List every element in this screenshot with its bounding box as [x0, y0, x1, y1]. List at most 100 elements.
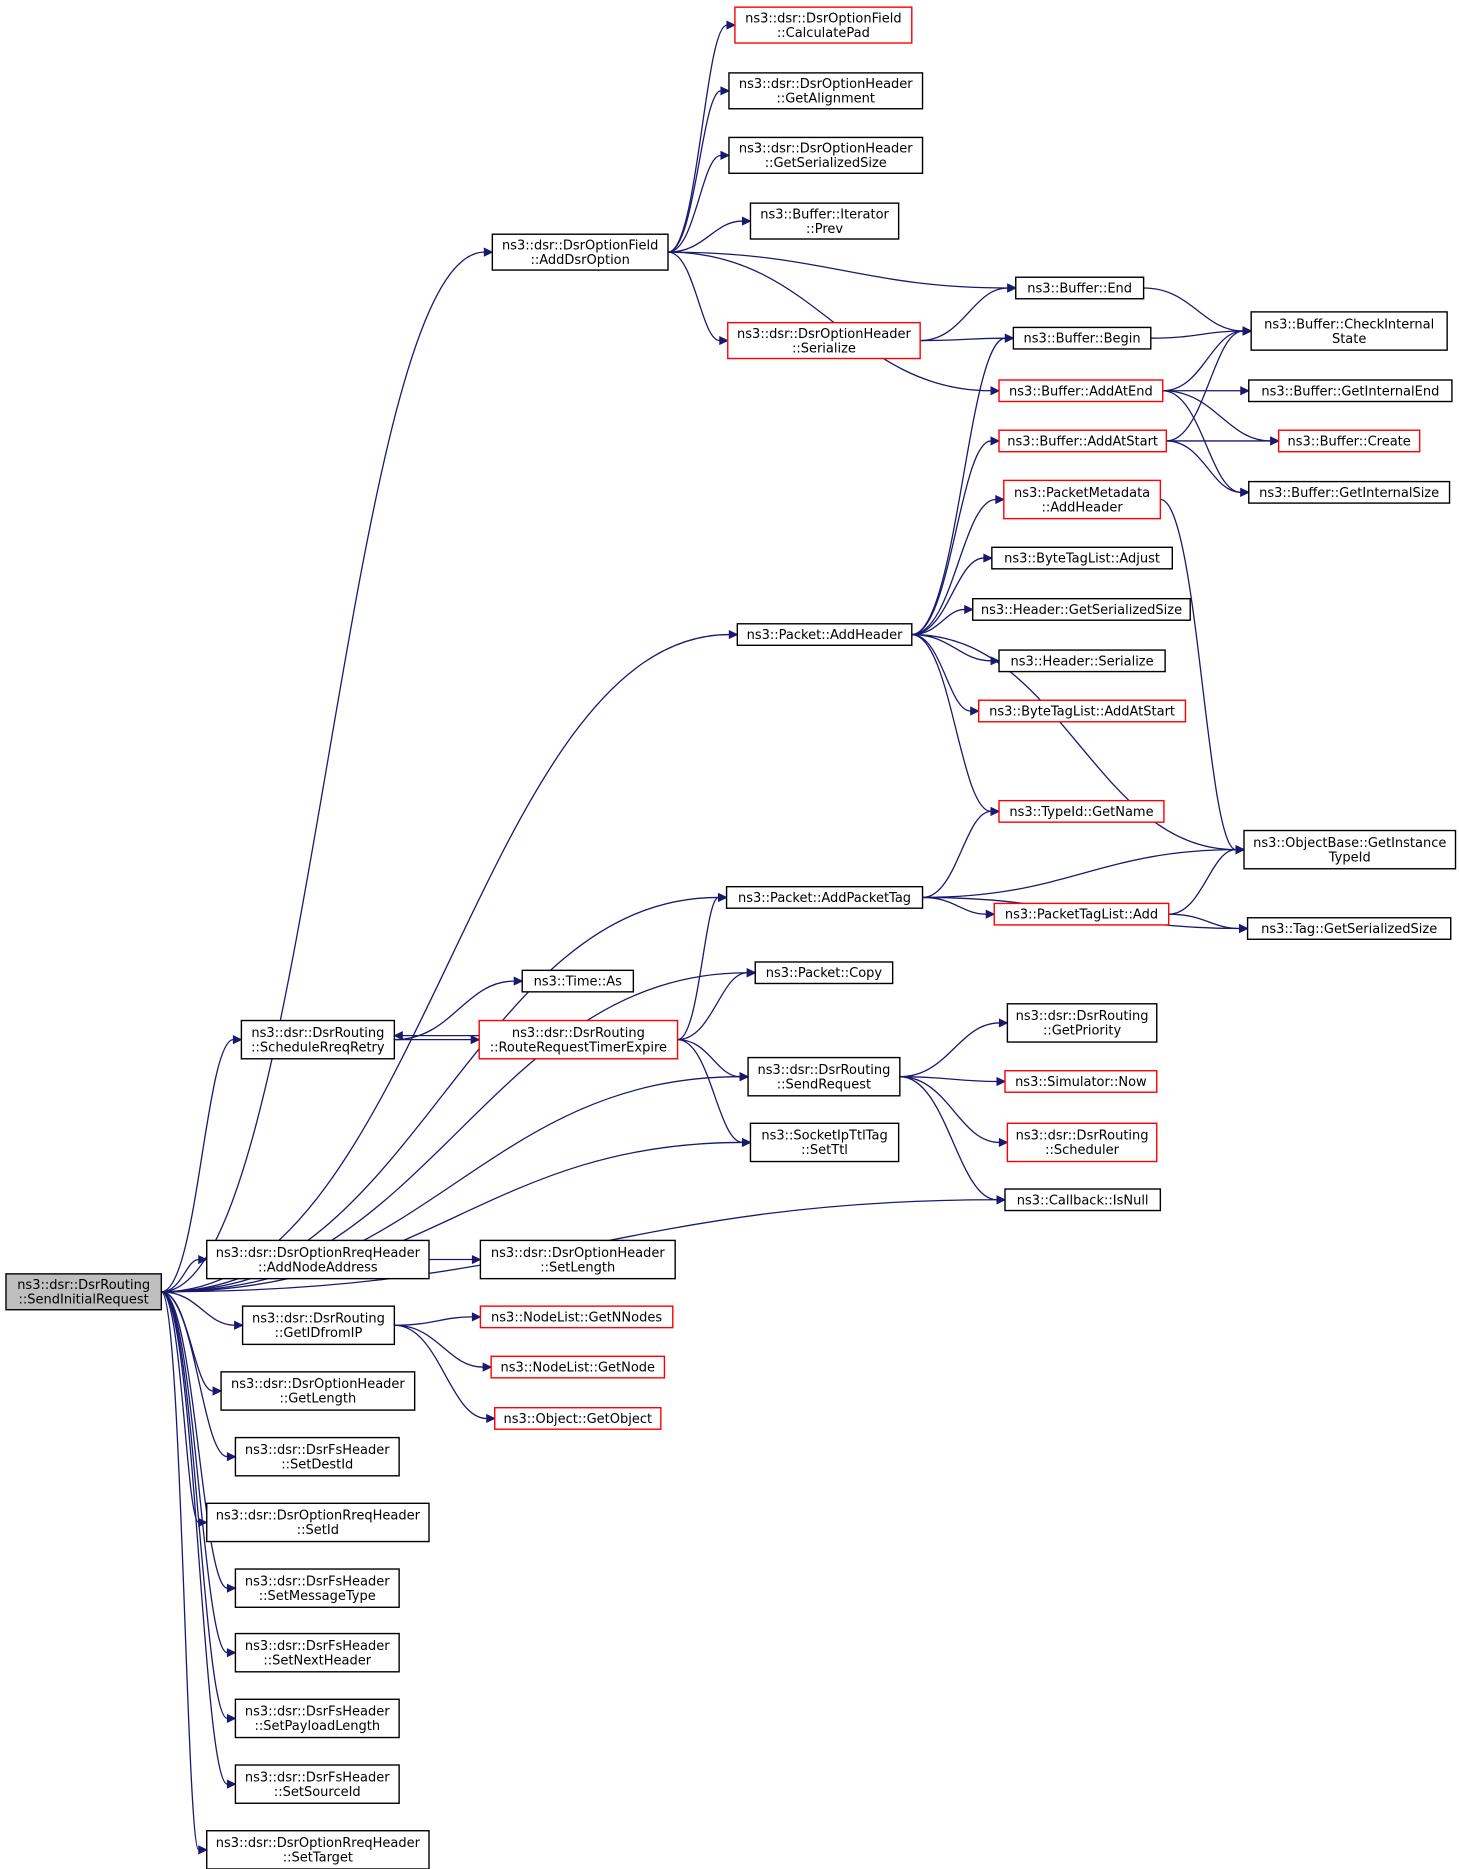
node-n48[interactable]: ns3::dsr::DsrFsHeader::SetSourceId [234, 1764, 400, 1804]
node-label: ns3::dsr::DsrOptionHeader [739, 77, 913, 92]
node-n18[interactable]: ns3::Header::GetSerializedSize [972, 597, 1191, 621]
edge-n17-n21 [911, 633, 1001, 816]
node-n23[interactable]: ns3::Packet::AddPacketTag [725, 885, 924, 909]
edge-arrowhead [964, 604, 974, 615]
node-n4[interactable]: ns3::dsr::DsrOptionHeader::GetSerialized… [728, 136, 924, 174]
node-n6[interactable]: ns3::Buffer::End [1015, 276, 1145, 300]
node-n43[interactable]: ns3::dsr::DsrFsHeader::SetDestId [234, 1436, 400, 1477]
edge-line [911, 557, 984, 636]
edge-n6-n7 [1143, 287, 1253, 336]
node-n17[interactable]: ns3::Packet::AddHeader [736, 623, 913, 646]
node-n14[interactable]: ns3::Buffer::GetInternalSize [1248, 480, 1451, 504]
edge-line [899, 1076, 997, 1083]
edge-line [677, 896, 719, 1041]
edge-arrowhead [985, 909, 996, 919]
node-n19[interactable]: ns3::Header::Serialize [998, 649, 1166, 673]
edge-n0-n49 [160, 1291, 208, 1855]
node-label: ns3::Buffer::Iterator [760, 207, 889, 222]
node-n15[interactable]: ns3::PacketMetadata::AddHeader [1003, 479, 1162, 520]
node-n25[interactable]: ns3::Tag::GetSerializedSize [1246, 917, 1452, 940]
edge-arrowhead [1270, 436, 1280, 446]
edge-line [1162, 330, 1244, 392]
edge-line [911, 608, 965, 636]
node-n20[interactable]: ns3::ByteTagList::AddAtStart [978, 699, 1187, 723]
edge-n0-n28 [161, 1035, 243, 1293]
node-n44[interactable]: ns3::dsr::DsrOptionRreqHeader::SetId [206, 1502, 430, 1543]
node-box [736, 623, 913, 646]
node-n36[interactable]: ns3::dsr::DsrOptionRreqHeader::AddNodeAd… [206, 1239, 430, 1280]
node-label: ns3::Buffer::Create [1288, 434, 1411, 449]
node-label: ns3::dsr::DsrFsHeader [245, 1705, 390, 1720]
edge-n38-n40 [394, 1324, 493, 1372]
node-n47[interactable]: ns3::dsr::DsrFsHeader::SetPayloadLength [234, 1698, 400, 1739]
node-box [998, 799, 1165, 823]
node-n1[interactable]: ns3::dsr::DsrOptionField::AddDsrOption [491, 233, 669, 271]
edge-n17-n15 [911, 494, 1005, 636]
node-n16[interactable]: ns3::ByteTagList::Adjust [991, 546, 1173, 570]
node-n28[interactable]: ns3::dsr::DsrRouting::ScheduleRreqRetry [240, 1019, 396, 1060]
edge-arrowhead [998, 1018, 1009, 1028]
node-label: ns3::Buffer::End [1027, 281, 1132, 296]
edge-arrowhead [486, 1413, 496, 1424]
node-n2[interactable]: ns3::dsr::DsrOptionField::CalculatePad [734, 6, 913, 44]
edge-arrowhead [741, 216, 752, 226]
node-n42[interactable]: ns3::Object::GetObject [494, 1407, 662, 1430]
edge-line [677, 972, 748, 1041]
node-n26[interactable]: ns3::Time::As [521, 969, 635, 993]
node-n29[interactable]: ns3::dsr::DsrRouting::RouteRequestTimerE… [478, 1019, 679, 1060]
node-n38[interactable]: ns3::dsr::DsrRouting::GetIDfromIP [241, 1305, 396, 1346]
edge-line [160, 1291, 200, 1851]
node-label: ns3::Simulator::Now [1015, 1075, 1147, 1090]
node-label: ns3::dsr::DsrRouting [1016, 1129, 1149, 1144]
edge-line [667, 24, 728, 253]
node-n12[interactable]: ns3::Buffer::AddAtStart [998, 429, 1168, 453]
edge-line [394, 1316, 473, 1326]
node-n33[interactable]: ns3::dsr::DsrRouting::Scheduler [1006, 1122, 1158, 1163]
node-label: ns3::dsr::DsrRouting [512, 1026, 645, 1041]
node-n45[interactable]: ns3::dsr::DsrFsHeader::SetMessageType [234, 1568, 400, 1608]
node-box [993, 902, 1170, 926]
node-n41[interactable]: ns3::dsr::DsrOptionHeader::GetLength [220, 1371, 416, 1411]
node-n37[interactable]: ns3::dsr::DsrOptionHeader::SetLength [479, 1239, 676, 1280]
edge-arrowhead [226, 1452, 237, 1462]
node-box [727, 321, 921, 360]
node-n13[interactable]: ns3::Buffer::Create [1277, 429, 1421, 453]
edge-n0-n1 [161, 247, 494, 1293]
node-n34[interactable]: ns3::SocketIpTtlTag::SetTtl [749, 1122, 900, 1163]
node-n0[interactable]: ns3::dsr::DsrRouting::SendInitialRequest [5, 1273, 163, 1311]
node-n39[interactable]: ns3::NodeList::GetNNodes [479, 1305, 674, 1329]
node-box [241, 1305, 396, 1346]
node-box [725, 885, 924, 909]
node-n27[interactable]: ns3::Packet::Copy [754, 961, 894, 985]
node-label: ::GetAlignment [776, 92, 875, 107]
edge-line [911, 440, 992, 636]
node-n46[interactable]: ns3::dsr::DsrFsHeader::SetNextHeader [234, 1632, 400, 1673]
node-label: ns3::dsr::DsrRouting [17, 1278, 150, 1293]
node-label: ns3::Buffer::GetInternalEnd [1261, 384, 1439, 399]
node-n30[interactable]: ns3::dsr::DsrRouting::GetPriority [1006, 1003, 1158, 1043]
node-n8[interactable]: ns3::dsr::DsrOptionHeader::Serialize [727, 321, 921, 360]
node-n9[interactable]: ns3::Buffer::Begin [1012, 326, 1152, 350]
edge-n38-n39 [394, 1312, 482, 1326]
node-n21[interactable]: ns3::TypeId::GetName [998, 799, 1165, 823]
node-n10[interactable]: ns3::Buffer::AddAtEnd [998, 379, 1164, 403]
edge-line [667, 90, 722, 253]
node-label: ns3::ObjectBase::GetInstance [1253, 836, 1446, 851]
node-n24[interactable]: ns3::PacketTagList::Add [993, 902, 1170, 926]
node-n35[interactable]: ns3::Callback::IsNull [1004, 1188, 1162, 1212]
node-n5[interactable]: ns3::Buffer::Iterator::Prev [749, 202, 900, 240]
node-n32[interactable]: ns3::Simulator::Now [1004, 1070, 1158, 1093]
node-n31[interactable]: ns3::dsr::DsrRouting::SendRequest [747, 1056, 901, 1097]
edge-n0-n43 [161, 1291, 237, 1462]
edge-n29-n23 [677, 892, 728, 1041]
node-n11[interactable]: ns3::Buffer::GetInternalEnd [1248, 379, 1453, 403]
node-n49[interactable]: ns3::dsr::DsrOptionRreqHeader::SetTarget [206, 1830, 430, 1869]
edge-line [161, 1258, 199, 1293]
edge-n28-n29 [394, 1035, 481, 1045]
node-n3[interactable]: ns3::dsr::DsrOptionHeader::GetAlignment [728, 72, 924, 110]
edge-n31-n35 [899, 1076, 1007, 1205]
edge-line [899, 1076, 998, 1201]
node-n40[interactable]: ns3::NodeList::GetNode [490, 1355, 666, 1379]
